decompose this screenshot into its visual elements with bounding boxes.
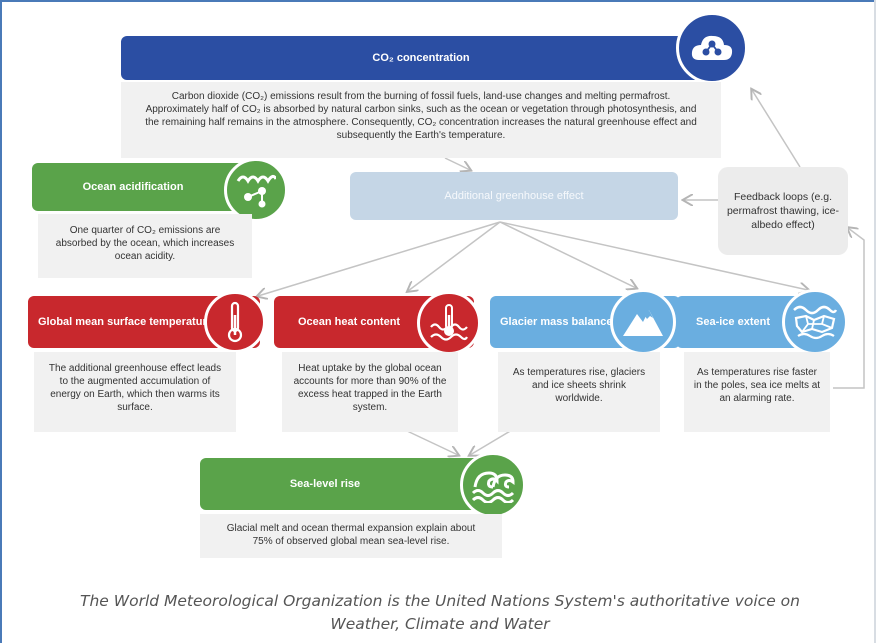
frame-right-border	[874, 0, 876, 643]
arrow-glacier-to-sealevel	[470, 429, 513, 455]
arrow-co2-to-greenhouse	[444, 157, 470, 170]
co2-concentration-text: Carbon dioxide (CO₂) emissions result fr…	[145, 91, 697, 141]
glacier-description: As temperatures rise, glaciers and ice s…	[498, 352, 660, 432]
ocean-acidification-icon-badge	[224, 158, 288, 222]
sea-level-description: Glacial melt and ocean thermal expansion…	[200, 514, 502, 558]
gmst-text: The additional greenhouse effect leads t…	[48, 363, 222, 413]
ocean-heat-icon-badge	[417, 291, 481, 355]
sea-ice-icon-badge	[782, 289, 848, 355]
ocean-acidification-title: Ocean acidification	[82, 181, 184, 193]
ice-crack-icon	[793, 305, 838, 340]
gmst-description: The additional greenhouse effect leads t…	[34, 352, 236, 432]
co2-icon-badge	[676, 12, 748, 84]
ocean-heat-description: Heat uptake by the global ocean accounts…	[282, 352, 458, 432]
arrow-greenhouse-to-oceanheat	[408, 221, 501, 291]
arrow-seaice-to-feedback	[833, 228, 865, 389]
gmst-icon-badge	[204, 291, 266, 353]
co2-concentration-title: CO₂ concentration	[372, 52, 470, 64]
greenhouse-effect-box: Additional greenhouse effect	[350, 172, 678, 220]
cloud-network-icon	[691, 35, 733, 60]
ocean-heat-title: Ocean heat content	[298, 316, 401, 328]
mountain-icon	[623, 310, 663, 336]
ocean-thermometer-icon	[430, 304, 468, 341]
ocean-acidification-text: One quarter of CO₂ emissions are absorbe…	[55, 225, 235, 262]
feedback-loops-text: Feedback loops (e.g. permafrost thawing,…	[726, 191, 840, 231]
sea-level-icon-badge	[460, 452, 526, 518]
wmo-caption: The World Meteorological Organization is…	[80, 592, 800, 633]
molecule-wave-icon	[236, 174, 276, 208]
co2-concentration-description: Carbon dioxide (CO₂) emissions result fr…	[121, 82, 721, 158]
sea-level-title: Sea-level rise	[289, 478, 361, 490]
greenhouse-effect-title: Additional greenhouse effect	[444, 190, 584, 202]
sea-level-text: Glacial melt and ocean thermal expansion…	[226, 523, 476, 547]
glacier-title: Glacier mass balance	[500, 316, 613, 328]
thermometer-icon	[227, 301, 243, 343]
arrow-greenhouse-to-glacier	[499, 221, 636, 288]
waves-icon	[471, 471, 515, 503]
arrow-feedback-to-co2	[752, 90, 801, 168]
arrow-oceanheat-to-sealevel	[404, 429, 458, 455]
ocean-heat-text: Heat uptake by the global ocean accounts…	[293, 363, 447, 413]
frame-top-border	[0, 0, 876, 2]
feedback-loops-box: Feedback loops (e.g. permafrost thawing,…	[718, 167, 848, 255]
co2-concentration-header: CO₂ concentration	[121, 36, 721, 80]
sea-ice-description: As temperatures rise faster in the poles…	[684, 352, 830, 432]
glacier-text: As temperatures rise, glaciers and ice s…	[512, 367, 646, 404]
arrow-greenhouse-to-gmst	[258, 221, 501, 296]
frame-left-border	[0, 0, 2, 643]
arrow-greenhouse-to-seaice	[499, 221, 808, 290]
gmst-title: Global mean surface temperature	[38, 316, 213, 328]
sea-level-header: Sea-level rise	[200, 458, 490, 510]
sea-ice-text: As temperatures rise faster in the poles…	[693, 367, 821, 404]
sea-ice-title: Sea-ice extent	[696, 316, 770, 328]
ocean-acidification-description: One quarter of CO₂ emissions are absorbe…	[38, 214, 252, 278]
glacier-icon-badge	[610, 289, 676, 355]
